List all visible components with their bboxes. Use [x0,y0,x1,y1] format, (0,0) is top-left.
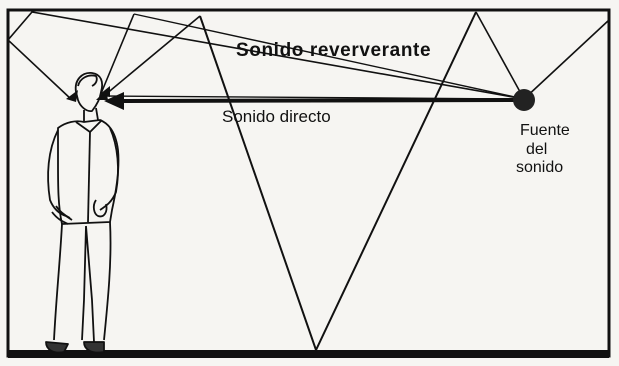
listener-right-shoe [83,341,105,354]
reverberant-path-right-wall [523,19,610,100]
listener-neck [83,107,99,122]
room-frame [6,8,611,358]
label-source-line1: Fuente [520,122,570,139]
direct-sound-line [117,98,525,103]
listener-legs [53,221,112,343]
arrowhead-1 [66,90,78,102]
reverberant-path-ceiling-cross [133,13,525,100]
reverberant-path-right-ceiling [475,11,525,100]
listener-head [74,72,104,112]
label-source-line3: sonido [516,159,563,176]
listener-zipper [87,131,91,223]
reverberant-path-ceiling-3 [104,15,201,96]
reverberant-path-floor [199,11,477,353]
reverberant-path-ceiling-2 [99,13,135,97]
reverberant-path-left-ceiling [6,11,525,101]
listener-left-hand [51,205,71,225]
listener-left-arm [47,129,73,221]
floor [8,350,609,358]
sound-source-dot [513,89,535,111]
listener-left-shoe [45,341,69,354]
listener-torso [57,119,120,225]
listener-hair [77,74,98,87]
label-source-line2: del [526,141,547,158]
listener-right-hand [92,199,108,218]
listener-figure [45,72,120,354]
arrowhead-3 [100,86,110,97]
label-direct-sound: Sonido directo [222,107,331,126]
direct-sound-arrowhead [104,92,124,110]
label-reverberant-sound: Sonido reververante [236,40,431,61]
